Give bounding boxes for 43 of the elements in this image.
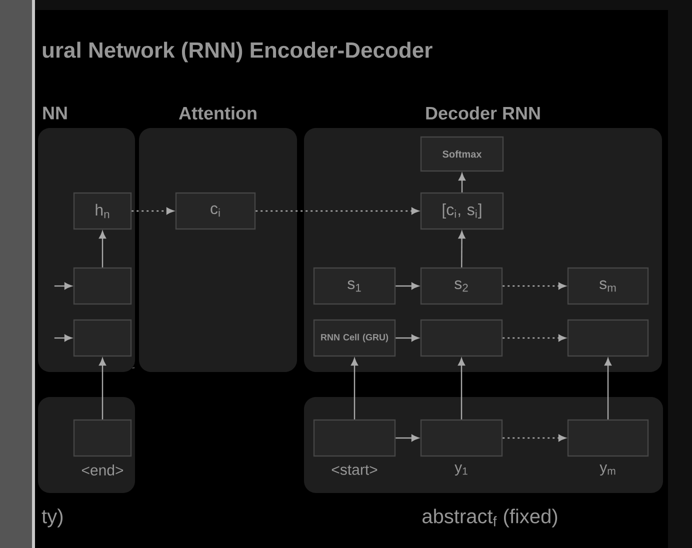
node-label: <end> — [82, 464, 124, 476]
node-label: y$_{m}$ — [600, 464, 616, 476]
box: y$_{m}$ — [567, 419, 649, 476]
arrow — [458, 231, 466, 268]
arrow — [502, 282, 566, 290]
arrow — [54, 334, 72, 342]
box: <end> — [73, 419, 132, 476]
arrow — [351, 358, 358, 420]
box: y$_{1}$ — [420, 419, 503, 476]
box: <start> — [313, 419, 396, 475]
caption: ty) — [42, 508, 63, 528]
arrow — [458, 173, 466, 192]
box: s$_{m}$ — [567, 267, 649, 305]
box: c$_{i}$ — [175, 192, 256, 230]
node-label: Attention — [178, 106, 256, 120]
box: RNN Cell (GRU) — [313, 319, 396, 357]
arrow — [132, 208, 174, 214]
arrow — [99, 231, 106, 268]
title: ural Network (RNN) Encoder-Decoder — [42, 42, 432, 62]
node-label: NN — [43, 106, 67, 120]
arrow — [54, 282, 72, 290]
arrow — [99, 358, 106, 420]
node-label: <start> — [332, 465, 378, 475]
arrow — [502, 334, 566, 342]
box: Softmax — [420, 136, 504, 172]
node-label: y$_{1}$ — [454, 464, 468, 476]
arrow — [502, 434, 566, 442]
arrow — [396, 282, 419, 290]
node-label: Decoder RNN — [426, 106, 540, 120]
box — [73, 319, 132, 357]
box: h$_{n}$ — [73, 192, 132, 230]
box — [420, 319, 503, 357]
arrow — [458, 358, 465, 420]
box: [c$_{i}$, s$_{i}$] — [420, 192, 504, 230]
arrow — [604, 358, 612, 420]
arrow — [396, 334, 419, 342]
caption: abstract$_{f}$ (fixed) — [422, 508, 558, 528]
box: s$_{1}$ — [313, 267, 396, 305]
box — [567, 319, 649, 357]
box: s$_{2}$ — [420, 267, 503, 305]
arrow — [396, 434, 419, 442]
box — [73, 267, 132, 305]
arrow — [256, 208, 419, 214]
